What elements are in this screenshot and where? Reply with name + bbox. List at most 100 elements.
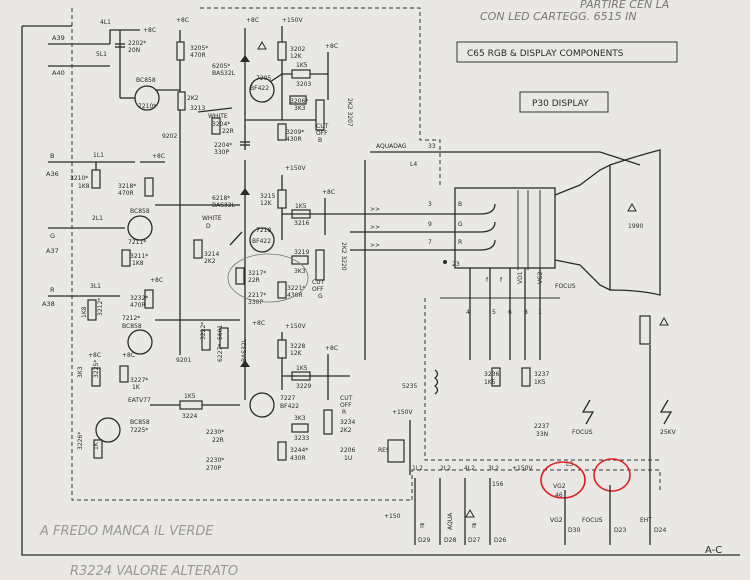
part-r3217-val: 22R <box>248 277 260 284</box>
conn-d27: D27 <box>468 537 480 544</box>
part-r3244: 3244* <box>290 447 308 454</box>
inductor-5235 <box>433 369 439 395</box>
node-9202: 9202 <box>162 133 177 140</box>
part-r3212: 3212* <box>97 298 104 316</box>
conn-d28: D28 <box>444 537 456 544</box>
box-title: C65 RGB & DISPLAY COMPONENTS <box>467 49 624 59</box>
supply-8c-i: +8C <box>325 345 338 352</box>
part-r3224: 3224 <box>182 413 197 420</box>
label-ac: A-C <box>705 545 722 556</box>
resistor-3234 <box>323 409 333 435</box>
part-c2204: 2204* <box>214 142 232 149</box>
focus-spark-icon <box>581 399 595 425</box>
supply-8c-g: +8C <box>150 277 163 284</box>
part-c2230-val: 22R <box>212 437 224 444</box>
part-c2206-val: 1U <box>344 455 352 462</box>
wire-8c-a <box>109 29 140 44</box>
resistor-3213 <box>177 91 186 111</box>
supply-150-d: +150V <box>392 409 413 416</box>
focus-transformer <box>639 315 651 345</box>
node-4l1: 4L1 <box>100 19 111 26</box>
label-cutoff-b: B <box>318 137 322 144</box>
red-circle-vg2 <box>540 461 586 499</box>
resistor-3203 <box>291 69 311 79</box>
resistor-3222 <box>201 329 211 351</box>
part-r3215: 3215 <box>260 193 275 200</box>
input-a38: A38 <box>42 300 55 308</box>
supply-8c-c: +8C <box>246 17 259 24</box>
board-outline-top <box>200 7 441 188</box>
part-r3232: 3232* <box>130 295 148 302</box>
part-d6218: 6218* <box>212 195 230 202</box>
label-white-2: WHITE <box>202 215 222 222</box>
conn-d26: D26 <box>494 537 506 544</box>
transistor-7212 <box>127 329 153 355</box>
transistor-7227 <box>249 392 275 418</box>
label-white-2-d: D <box>206 223 211 230</box>
crt-23: 23 <box>452 261 460 268</box>
part-q7225-type: BC858 <box>130 419 150 426</box>
crt-neck <box>454 187 556 269</box>
part-r3234-val: 2K2 <box>340 427 352 434</box>
input-r: R <box>50 286 55 294</box>
part-r3233: 3233 <box>294 435 309 442</box>
part-r3225: 3225* <box>93 360 100 378</box>
part-r3222: 3222* <box>200 322 207 340</box>
wire-aquadag-end <box>599 151 641 166</box>
supply-8c-e: +8C <box>152 153 165 160</box>
input-g: G <box>50 232 55 240</box>
crt-cathode-g <box>440 221 496 233</box>
resistor-3206 <box>289 95 307 105</box>
transistor-7211 <box>127 215 153 241</box>
resistor-3215 <box>277 189 287 209</box>
board-outline-inner <box>424 298 660 461</box>
pencil-scribble <box>227 253 309 303</box>
input-a37: A37 <box>46 247 59 255</box>
part-r3236-val: 1K5 <box>484 379 496 386</box>
input-a40: A40 <box>52 69 65 77</box>
arrow-g: >> <box>370 224 380 231</box>
node-2l1: 2L1 <box>92 215 103 222</box>
supply-150-c: +150V <box>285 323 306 330</box>
crt-pin-3: 3 <box>428 201 432 208</box>
part-r3228: 3228 <box>290 343 305 350</box>
warning-icon-crt <box>627 202 637 212</box>
resistor-3204 <box>211 117 221 135</box>
red-circle-focus <box>593 458 631 492</box>
part-r3228-val: 12K <box>290 350 303 357</box>
part-c2202: 2202* <box>128 40 146 47</box>
resistor-3226 <box>93 439 103 459</box>
part-r3219-val: 3K3 <box>294 268 306 275</box>
crt-vd1: VD1 <box>517 271 524 284</box>
conn-d29: D29 <box>418 537 430 544</box>
resistor-3214 <box>193 239 203 259</box>
crt-dot-23 <box>443 260 447 264</box>
crt-aquadag: AQUADAG <box>376 143 407 150</box>
label-ff2: ff <box>472 523 477 530</box>
part-r3207: 2K2 3207 <box>346 98 353 127</box>
part-c2204-val: 330P <box>214 149 229 156</box>
part-q7212: 7212* <box>122 315 140 322</box>
label-cutoff-r-1: CUT <box>340 395 353 402</box>
crt-33: 33 <box>428 143 436 150</box>
part-d6227: 6227* <box>217 344 224 362</box>
resistor-3233 <box>291 423 309 433</box>
part-q7212-type: BC858 <box>122 323 142 330</box>
part-c2206: 2206 <box>340 447 355 454</box>
resistor-3205 <box>176 41 185 61</box>
part-c2217: 2217* <box>248 292 266 299</box>
transistor-7218 <box>249 227 275 253</box>
socket-8: 8 <box>524 309 528 316</box>
part-c2237: 2237 <box>534 423 549 430</box>
conn-l3: L3 <box>566 461 573 468</box>
part-r3232-val: 470R <box>130 302 146 309</box>
part-r3229-val: 1K5 <box>296 365 308 372</box>
part-q7210: BC858 <box>136 77 156 84</box>
part-r3213: 3213 <box>190 105 205 112</box>
handwritten-note-2: R3224 VALORE ALTERATO <box>70 564 238 579</box>
conn-eht: EHT <box>640 517 652 524</box>
wire-3214-wiper <box>229 231 243 246</box>
resistor-3232 <box>144 289 154 309</box>
conn-d30: D30 <box>568 527 580 534</box>
part-q7225: 7225* <box>130 427 148 434</box>
